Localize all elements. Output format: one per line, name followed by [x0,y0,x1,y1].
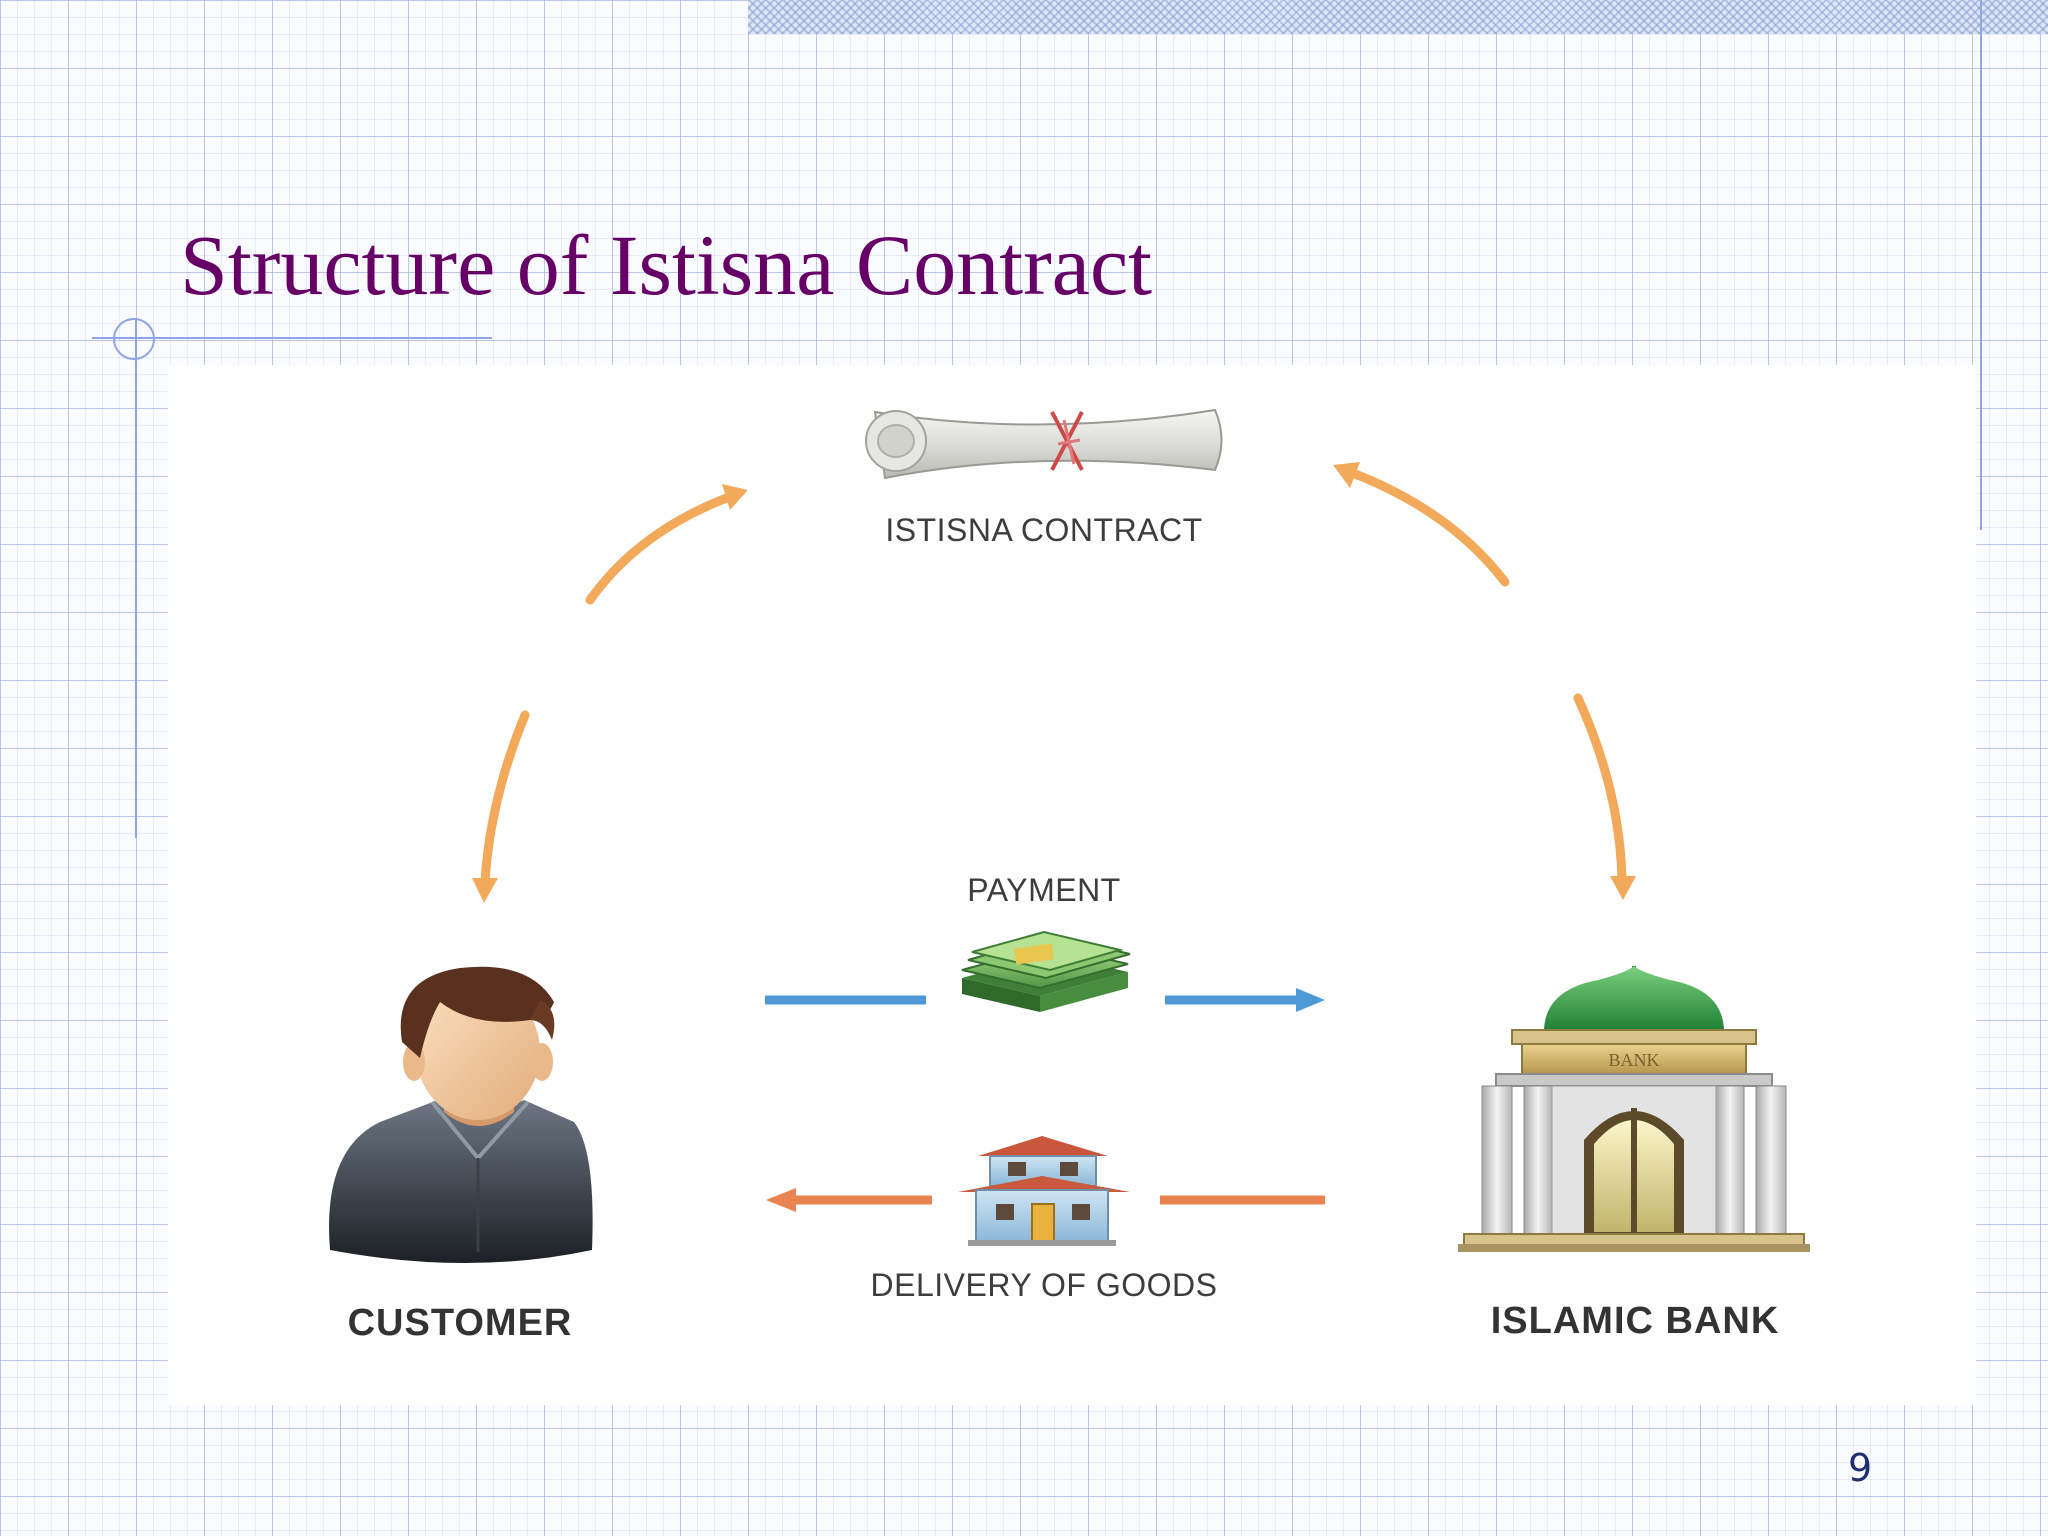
arrow-bank-to-contract [1333,462,1510,587]
payment-label: PAYMENT [967,872,1121,908]
delivery-label: DELIVERY OF GOODS [870,1267,1218,1303]
slide-title: Structure of Istisna Contract [180,217,1153,313]
arrow-customer-to-contract [585,484,748,605]
house-icon [958,1136,1130,1246]
bank-sign-text: BANK [1608,1050,1659,1070]
right-vertical-rule [1980,0,1982,530]
arrow-contract-to-bank [1573,693,1636,900]
delivery-arrow [766,1188,1325,1212]
bank-label: ISLAMIC BANK [1490,1300,1780,1342]
contract-label: ISTISNA CONTRACT [885,512,1203,548]
top-decorative-band [748,0,2048,34]
arrow-contract-to-customer [472,710,530,903]
left-vertical-rule [135,318,137,838]
page-number: 9 [1848,1446,1873,1490]
title-underline-rule [92,337,492,339]
ring-ornament [113,318,155,360]
bank-building-icon: BANK [1458,966,1810,1252]
scroll-icon [865,408,1223,480]
payment-arrow [765,988,1325,1012]
customer-label: CUSTOMER [347,1302,573,1344]
cash-stack-icon [961,930,1131,1012]
customer-avatar-icon [329,966,593,1263]
